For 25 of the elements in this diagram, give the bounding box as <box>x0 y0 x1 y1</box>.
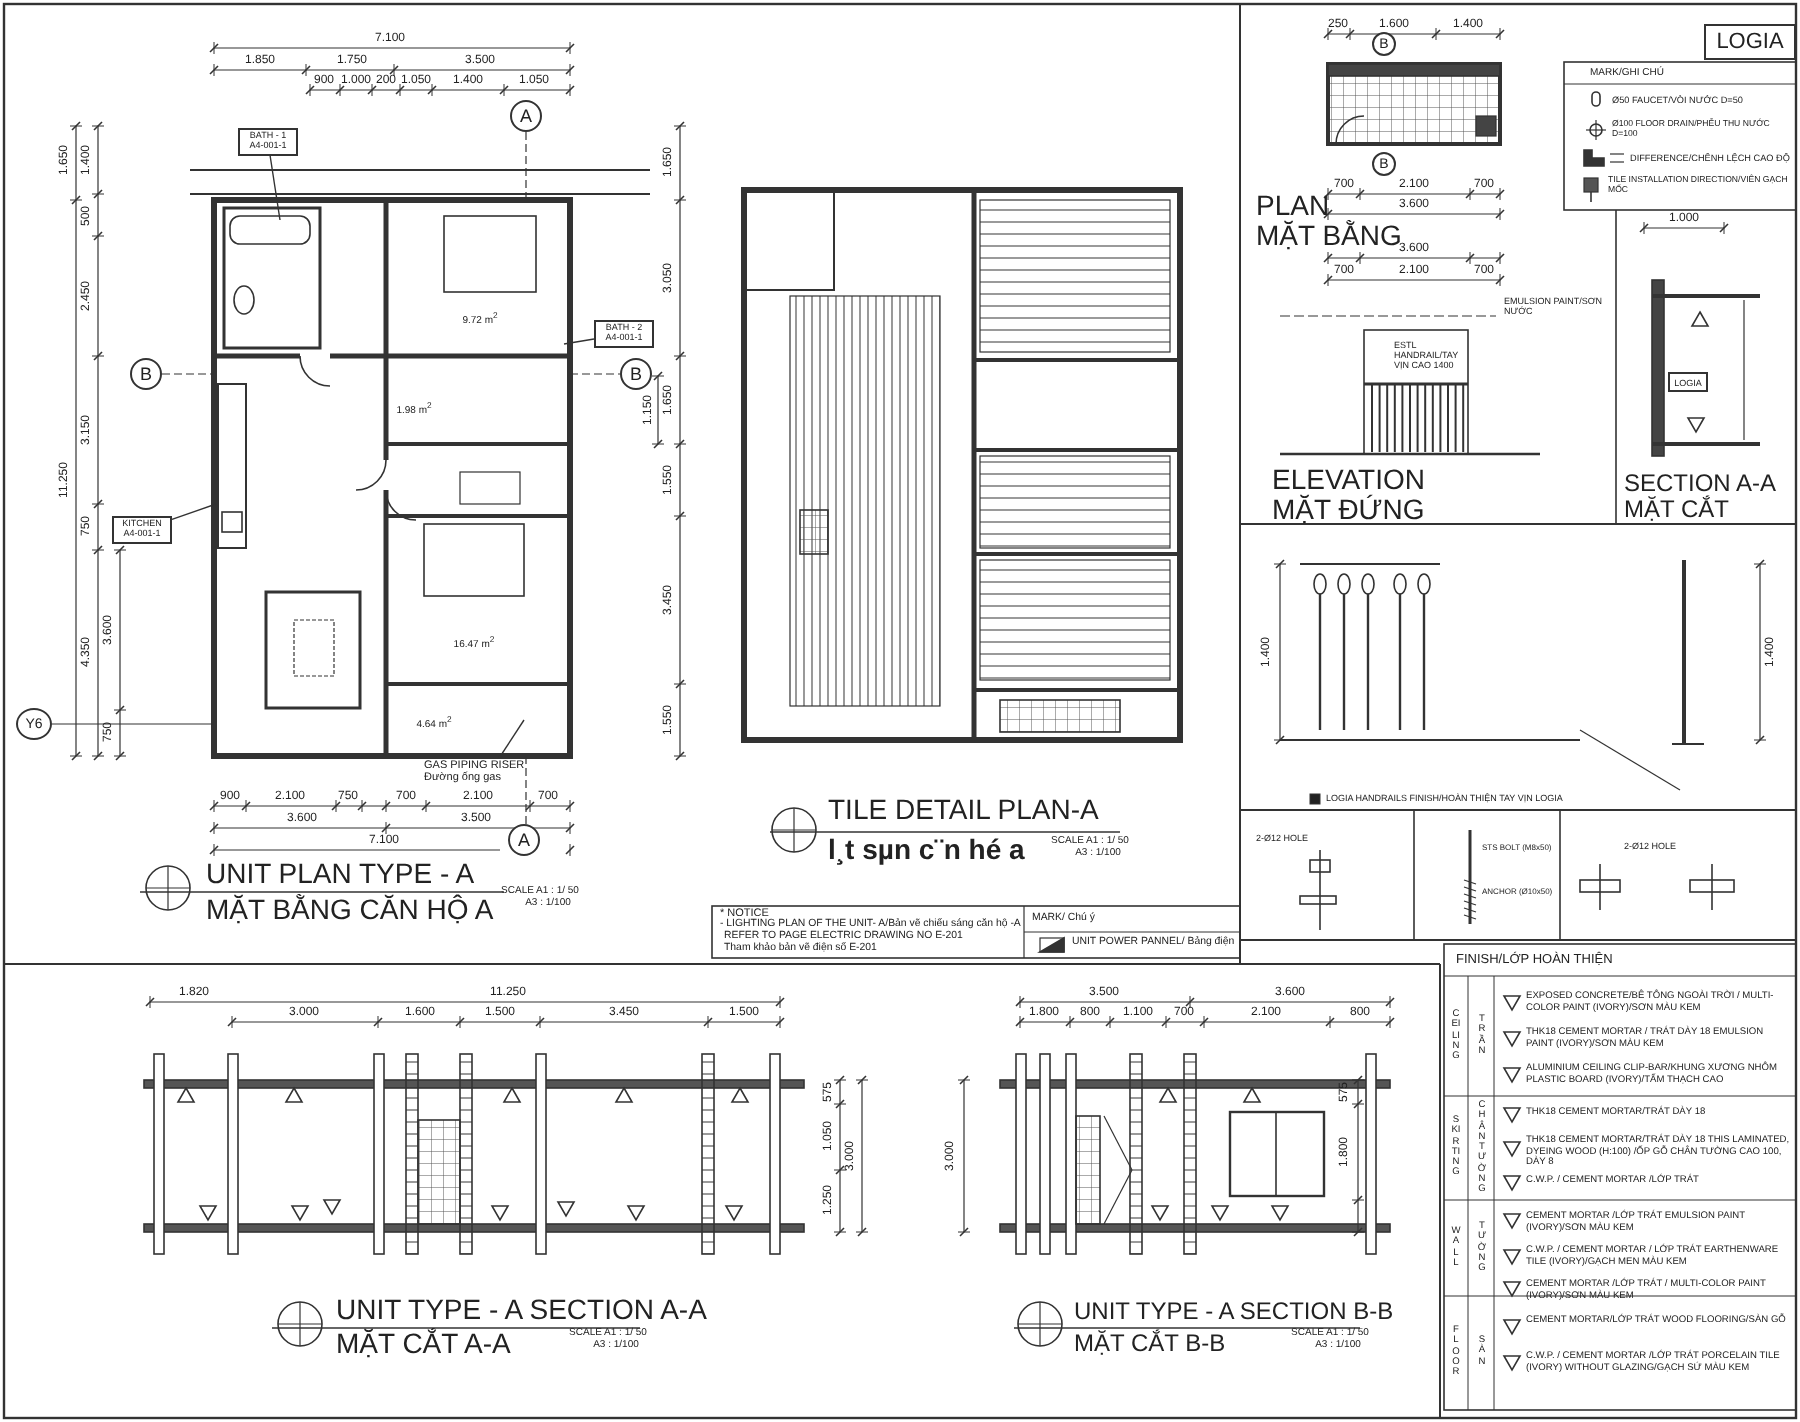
leader-line <box>269 155 281 221</box>
view-title: MẶT ĐỨNG <box>1272 494 1425 526</box>
view-title: MẶT CẮT B-B <box>1074 1330 1226 1358</box>
view-title: MẶT BẰNG CĂN HỘ A <box>206 894 494 926</box>
sheet-title: LOGIA <box>1704 24 1796 60</box>
view-title: UNIT TYPE - A SECTION B-B <box>1074 1298 1394 1326</box>
view-title: l¸t sµn c¨n hé a <box>828 834 1025 866</box>
view-title: ELEVATION <box>1272 464 1426 495</box>
view-title: MẶT CẮT A-A <box>336 1328 511 1360</box>
section-marker: B <box>130 358 162 390</box>
view-title: MẶT CẮT <box>1624 496 1729 524</box>
view-title: UNIT PLAN TYPE - A <box>206 858 475 890</box>
leader-line <box>563 338 595 345</box>
room-tag <box>238 128 298 156</box>
section-marker: B <box>620 358 652 390</box>
view-title: PLAN <box>1256 190 1330 221</box>
view-title: UNIT TYPE - A SECTION A-A <box>336 1294 707 1326</box>
section-marker: A <box>510 100 542 132</box>
view-title: SECTION A-A <box>1624 470 1777 497</box>
room-tag <box>594 320 654 348</box>
view-title: TILE DETAIL PLAN-A <box>828 794 1099 826</box>
leader-line <box>171 503 217 521</box>
section-marker: A <box>508 824 540 856</box>
room-tag <box>112 516 172 544</box>
leader-line <box>498 719 525 759</box>
